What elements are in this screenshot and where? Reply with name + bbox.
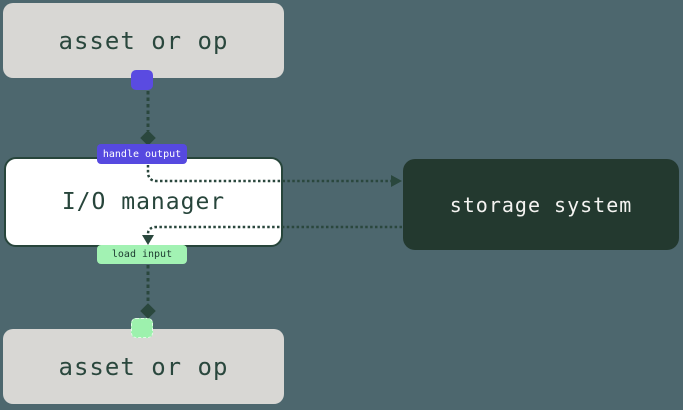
output-port-square-icon xyxy=(131,70,153,90)
asset-or-op-label-top: asset or op xyxy=(58,26,229,55)
load-input-label-text: load input xyxy=(111,249,173,260)
io-manager-label: I/O manager xyxy=(61,189,226,215)
arrowhead-right-icon xyxy=(391,175,402,187)
edge-storage-to-load-input xyxy=(146,225,402,235)
io-manager-node: I/O manager xyxy=(4,157,283,247)
arrowhead-down-icon xyxy=(142,235,154,245)
storage-system-node: storage system xyxy=(403,159,679,250)
handle-output-label-text: handle output xyxy=(102,148,182,160)
input-port-square-icon xyxy=(131,318,153,338)
storage-system-label: storage system xyxy=(449,192,633,217)
load-input-edge-label: load input xyxy=(97,245,187,264)
asset-or-op-label-bottom: asset or op xyxy=(58,352,229,381)
handle-output-edge-label: handle output xyxy=(97,144,187,164)
diamond-connector-bottom-icon xyxy=(140,303,156,319)
edge-handle-output-to-storage xyxy=(146,165,391,183)
asset-or-op-node-bottom: asset or op xyxy=(3,329,284,404)
diamond-connector-top-icon xyxy=(140,130,156,146)
asset-or-op-node-top: asset or op xyxy=(3,3,284,78)
